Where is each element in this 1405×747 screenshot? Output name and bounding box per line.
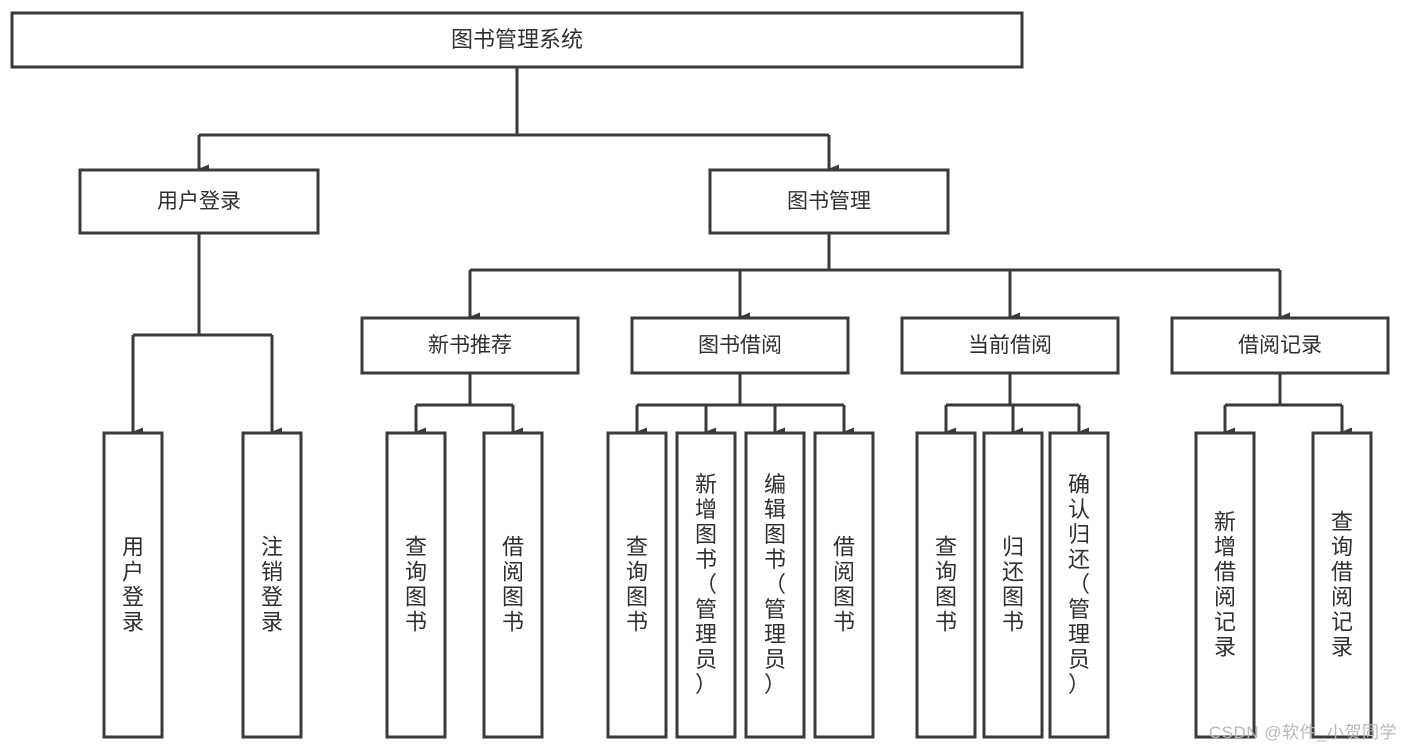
node-book_borrow-rect[interactable]	[630, 316, 850, 375]
node-boxes: 图书管理系统用户登录图书管理新书推荐图书借阅当前借阅借阅记录用户登录注销登录查询…	[10, 11, 1390, 739]
node-leaf_user_logout-label: 注销登录	[261, 535, 283, 635]
node-leaf_borrow_book_rec-label: 借阅图书	[502, 535, 524, 635]
node-user_login-label: 用户登录	[157, 190, 241, 213]
node-new_book_rec-rect[interactable]	[360, 316, 580, 375]
node-leaf_edit_book[interactable]: 编辑图书（管理员）	[744, 431, 806, 739]
node-new_book_rec[interactable]: 新书推荐	[360, 316, 580, 375]
node-leaf_borrow_book[interactable]: 借阅图书	[813, 431, 875, 739]
node-root[interactable]: 图书管理系统	[10, 11, 1024, 69]
node-leaf_query_book_rec[interactable]: 查询图书	[385, 431, 447, 739]
node-leaf_confirm_return-rect[interactable]	[1048, 431, 1110, 739]
node-borrow_record-label: 借阅记录	[1238, 334, 1322, 357]
node-leaf_user_logout-rect[interactable]	[241, 431, 303, 739]
node-leaf_query_book-label: 查询图书	[626, 535, 648, 635]
connector-lines	[131, 67, 1352, 437]
node-leaf_add_book[interactable]: 新增图书（管理员）	[675, 431, 737, 739]
node-leaf_confirm_return[interactable]: 确认归还（管理员）	[1048, 431, 1110, 739]
node-leaf_confirm_return-label: 确认归还（管理员）	[1068, 472, 1090, 697]
node-book_borrow[interactable]: 图书借阅	[630, 316, 850, 375]
node-leaf_user_login-label: 用户登录	[122, 535, 144, 635]
node-leaf_query_book_rec-rect[interactable]	[385, 431, 447, 739]
node-borrow_record[interactable]: 借阅记录	[1170, 316, 1390, 375]
node-user_login[interactable]: 用户登录	[78, 168, 320, 235]
node-new_book_rec-label: 新书推荐	[428, 334, 512, 357]
node-leaf_return_book-rect[interactable]	[982, 431, 1044, 739]
node-leaf_borrow_book-label: 借阅图书	[833, 535, 855, 635]
node-leaf_add_book-rect[interactable]	[675, 431, 737, 739]
node-leaf_query_book[interactable]: 查询图书	[606, 431, 668, 739]
node-leaf_return_book[interactable]: 归还图书	[982, 431, 1044, 739]
node-leaf_return_book-label: 归还图书	[1002, 535, 1024, 635]
node-root-label: 图书管理系统	[451, 27, 583, 52]
node-leaf_add_book-label: 新增图书（管理员）	[695, 472, 717, 697]
node-leaf_borrow_book-rect[interactable]	[813, 431, 875, 739]
node-root-rect[interactable]	[10, 11, 1024, 69]
node-leaf_add_record-rect[interactable]	[1194, 431, 1256, 739]
node-leaf_edit_book-label: 编辑图书（管理员）	[764, 472, 786, 697]
node-leaf_add_record-label: 新增借阅记录	[1214, 510, 1236, 660]
node-book_borrow-label: 图书借阅	[698, 334, 782, 357]
node-current_borrow-label: 当前借阅	[968, 334, 1052, 357]
node-book_manage-rect[interactable]	[708, 168, 950, 235]
node-leaf_borrow_book_rec-rect[interactable]	[482, 431, 544, 739]
node-leaf_query_record-label: 查询借阅记录	[1331, 510, 1353, 660]
node-leaf_edit_book-rect[interactable]	[744, 431, 806, 739]
node-current_borrow[interactable]: 当前借阅	[900, 316, 1120, 375]
node-leaf_add_record[interactable]: 新增借阅记录	[1194, 431, 1256, 739]
node-leaf_query_book_cur[interactable]: 查询图书	[915, 431, 977, 739]
node-leaf_query_book-rect[interactable]	[606, 431, 668, 739]
node-borrow_record-rect[interactable]	[1170, 316, 1390, 375]
node-leaf_query_record-rect[interactable]	[1311, 431, 1373, 739]
node-current_borrow-rect[interactable]	[900, 316, 1120, 375]
node-leaf_query_book_cur-rect[interactable]	[915, 431, 977, 739]
node-user_login-rect[interactable]	[78, 168, 320, 235]
node-book_manage[interactable]: 图书管理	[708, 168, 950, 235]
node-leaf_borrow_book_rec[interactable]: 借阅图书	[482, 431, 544, 739]
node-leaf_query_book_rec-label: 查询图书	[405, 535, 427, 635]
node-book_manage-label: 图书管理	[787, 190, 871, 213]
node-leaf_user_logout[interactable]: 注销登录	[241, 431, 303, 739]
node-leaf_user_login-rect[interactable]	[102, 431, 164, 739]
node-leaf_user_login[interactable]: 用户登录	[102, 431, 164, 739]
node-leaf_query_book_cur-label: 查询图书	[935, 535, 957, 635]
node-leaf_query_record[interactable]: 查询借阅记录	[1311, 431, 1373, 739]
